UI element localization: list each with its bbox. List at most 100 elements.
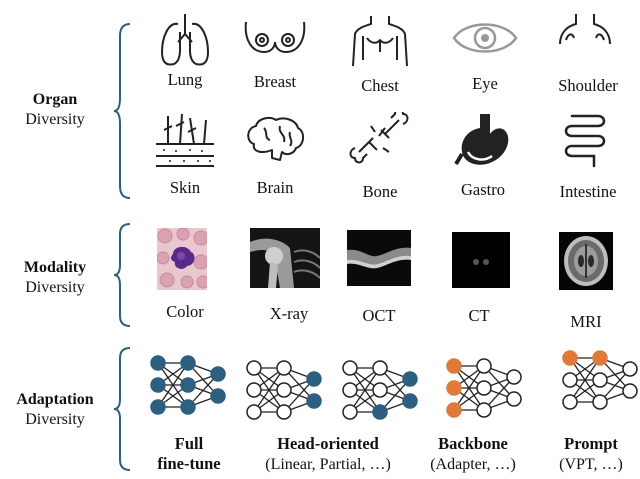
shoulder-icon [559, 14, 611, 45]
network-node [446, 402, 462, 418]
organ-label-chest: Chest [361, 76, 399, 95]
network-node [562, 350, 578, 366]
full-finetune-network-icon [150, 355, 226, 415]
color-microscopy-image [157, 228, 207, 290]
network-node [476, 358, 492, 374]
network-node [246, 404, 262, 420]
network-edge [349, 367, 381, 413]
organ-title-sub: Diversity [25, 111, 85, 128]
eye-icon [452, 23, 518, 53]
organ-label-breast: Breast [253, 72, 297, 91]
network-node [342, 360, 358, 376]
modality-label-ct: CT [468, 306, 490, 325]
head-line2: (Linear, Partial, …) [265, 456, 391, 473]
network-node [506, 391, 522, 407]
full-line1: Full [174, 434, 204, 453]
gastro-icon [454, 114, 509, 166]
network-node [180, 355, 196, 371]
network-node [446, 358, 462, 374]
network-node [180, 377, 196, 393]
network-node [592, 372, 608, 388]
network-edge [569, 357, 601, 403]
network-node [372, 360, 388, 376]
network-node [476, 402, 492, 418]
adaptation-title-bold: Adaptation [16, 391, 94, 408]
organ-label-skin: Skin [169, 178, 201, 197]
network-node [210, 388, 226, 404]
organ-label-eye: Eye [472, 74, 498, 93]
network-node [276, 360, 292, 376]
adaptation-label-backbone: Backbone (Adapter, …) [418, 434, 528, 474]
organ-label-intestine: Intestine [559, 182, 617, 201]
xray-image [250, 228, 320, 288]
adaptation-label-prompt: Prompt (VPT, …) [536, 434, 640, 474]
network-node [592, 394, 608, 410]
network-node [506, 369, 522, 385]
network-node [592, 350, 608, 366]
organ-label-lung: Lung [167, 70, 203, 89]
chest-icon [352, 16, 408, 67]
organ-section-title: Organ Diversity [0, 90, 110, 130]
network-node [622, 383, 638, 399]
brain-icon [247, 117, 304, 161]
adaptation-label-head: Head-oriented (Linear, Partial, …) [258, 434, 398, 474]
backbone-network-icon [446, 358, 522, 418]
skin-icon [156, 113, 214, 167]
modality-section-title: Modality Diversity [0, 258, 110, 298]
head-line1: Head-oriented [277, 434, 379, 453]
head-network-icon-2 [342, 360, 418, 420]
modality-label-color: Color [166, 302, 204, 321]
modality-label-mri: MRI [570, 312, 602, 331]
modality-title-sub: Diversity [25, 279, 85, 296]
network-node [150, 355, 166, 371]
network-node [562, 372, 578, 388]
adaptation-title-sub: Diversity [25, 411, 85, 428]
network-node [306, 371, 322, 387]
network-node [306, 393, 322, 409]
network-edge [453, 365, 485, 411]
modality-brace [113, 223, 131, 327]
network-node [180, 399, 196, 415]
organ-brace [113, 23, 131, 199]
network-node [446, 380, 462, 396]
network-node [210, 366, 226, 382]
network-edge [253, 367, 285, 413]
prompt-network-icon [562, 350, 638, 410]
lung-icon [161, 14, 209, 66]
network-node [342, 404, 358, 420]
network-node [150, 377, 166, 393]
network-node [246, 360, 262, 376]
network-node [562, 394, 578, 410]
network-node [246, 382, 262, 398]
network-node [476, 380, 492, 396]
network-node [342, 382, 358, 398]
network-node [372, 382, 388, 398]
network-node [372, 404, 388, 420]
network-node [402, 371, 418, 387]
mri-image [559, 232, 613, 290]
adaptation-section-title: Adaptation Diversity [0, 390, 110, 430]
breast-icon [244, 21, 306, 54]
network-node [276, 382, 292, 398]
backbone-line2: (Adapter, …) [430, 456, 516, 473]
intestine-icon [564, 114, 606, 168]
full-line2: fine-tune [157, 454, 221, 473]
bone-icon [349, 112, 409, 164]
prompt-line1: Prompt [564, 434, 618, 453]
adaptation-brace [113, 347, 131, 471]
network-node [622, 361, 638, 377]
organ-label-bone: Bone [362, 182, 398, 201]
organ-label-gastro: Gastro [461, 180, 505, 199]
network-edge [157, 362, 189, 408]
organ-label-brain: Brain [256, 178, 294, 197]
head-network-icon-1 [246, 360, 322, 420]
organ-title-bold: Organ [32, 91, 78, 108]
ct-image [452, 232, 510, 288]
oct-image [347, 230, 411, 286]
network-node [402, 393, 418, 409]
adaptation-label-full: Full fine-tune [134, 434, 244, 474]
prompt-line2: (VPT, …) [559, 456, 623, 473]
network-node [150, 399, 166, 415]
modality-label-oct: OCT [362, 306, 396, 325]
organ-label-shoulder: Shoulder [558, 76, 618, 95]
